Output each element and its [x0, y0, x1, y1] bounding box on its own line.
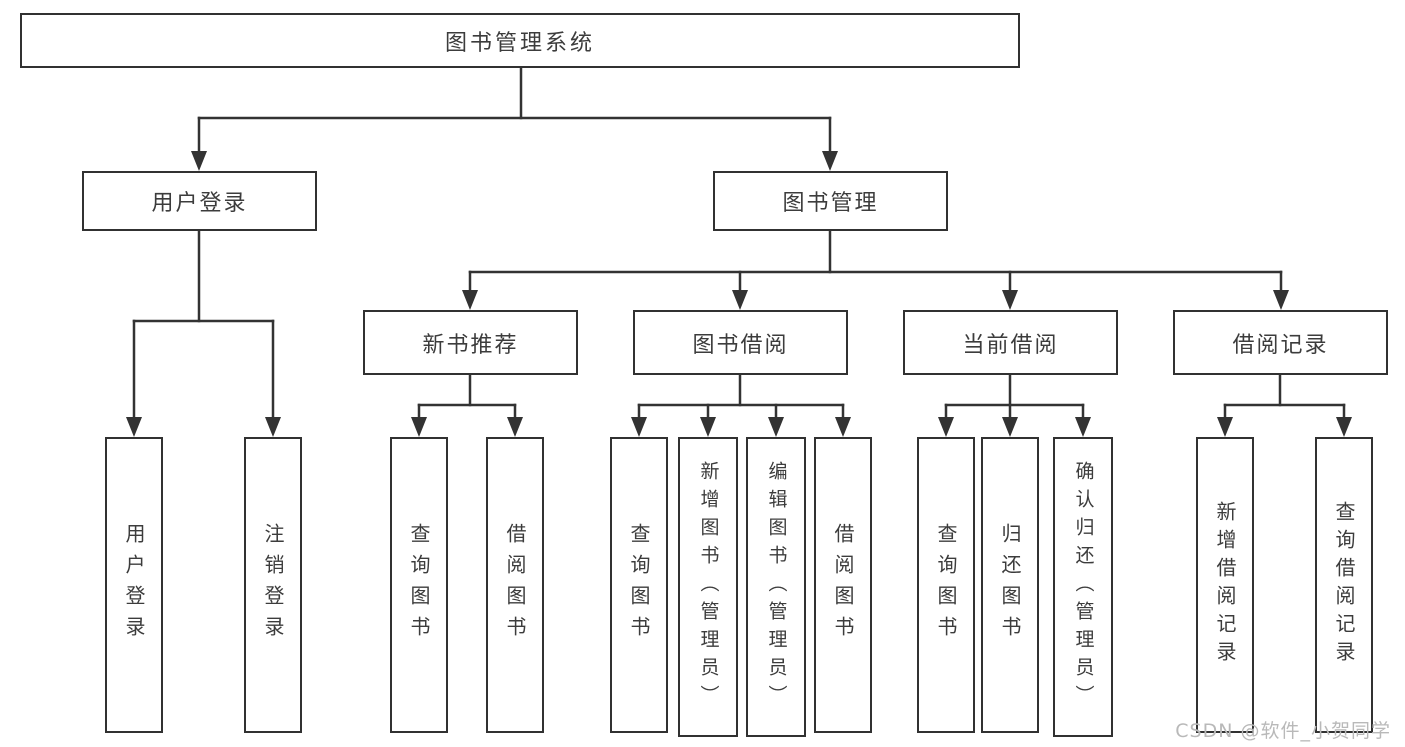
node-leaf-borrow-book-1-label: 借阅图书: [503, 523, 527, 647]
node-user-login: 用户登录: [82, 171, 317, 231]
node-leaf-query-book-1-label: 查询图书: [407, 523, 431, 647]
arrowhead-icon: [191, 151, 207, 171]
arrowhead-icon: [1336, 417, 1352, 437]
arrowhead-icon: [835, 417, 851, 437]
node-new-book-recommend-label: 新书推荐: [422, 332, 519, 358]
node-leaf-query-book-1: 查询图书: [390, 437, 448, 733]
node-leaf-return-book-label: 归还图书: [998, 523, 1022, 647]
node-leaf-query-borrow-record-label: 查询借阅记录: [1332, 501, 1356, 669]
node-leaf-borrow-book-2-label: 借阅图书: [831, 523, 855, 647]
node-book-management: 图书管理: [713, 171, 948, 231]
arrowhead-icon: [1002, 290, 1018, 310]
arrowhead-icon: [938, 417, 954, 437]
arrowhead-icon: [700, 417, 716, 437]
node-leaf-confirm-return-admin: 确认归还（管理员）: [1053, 437, 1113, 737]
arrowhead-icon: [462, 290, 478, 310]
arrowhead-icon: [768, 417, 784, 437]
node-user-login-label: 用户登录: [151, 191, 248, 216]
arrowhead-icon: [822, 151, 838, 171]
arrowhead-icon: [1217, 417, 1233, 437]
arrowhead-icon: [507, 417, 523, 437]
node-current-borrow: 当前借阅: [903, 310, 1118, 375]
arrowhead-icon: [732, 290, 748, 310]
node-leaf-confirm-return-admin-label: 确认归还（管理员）: [1072, 461, 1095, 713]
node-leaf-user-login-label: 用户登录: [122, 523, 146, 647]
node-book-borrow-label: 图书借阅: [692, 332, 789, 358]
node-leaf-return-book: 归还图书: [981, 437, 1039, 733]
node-leaf-add-borrow-record: 新增借阅记录: [1196, 437, 1254, 733]
node-leaf-borrow-book-1: 借阅图书: [486, 437, 544, 733]
arrowhead-icon: [631, 417, 647, 437]
arrowhead-icon: [1273, 290, 1289, 310]
node-leaf-logout-label: 注销登录: [261, 523, 285, 647]
node-leaf-query-book-2-label: 查询图书: [627, 523, 651, 647]
node-leaf-logout: 注销登录: [244, 437, 302, 733]
node-current-borrow-label: 当前借阅: [962, 332, 1059, 358]
arrowhead-icon: [1075, 417, 1091, 437]
node-leaf-query-book-3-label: 查询图书: [934, 523, 958, 647]
node-system-root: 图书管理系统: [20, 13, 1020, 68]
node-leaf-edit-book-admin: 编辑图书（管理员）: [746, 437, 806, 737]
node-leaf-edit-book-admin-label: 编辑图书（管理员）: [765, 461, 788, 713]
node-book-management-label: 图书管理: [782, 191, 879, 216]
node-borrow-record-label: 借阅记录: [1232, 332, 1329, 358]
node-leaf-query-book-3: 查询图书: [917, 437, 975, 733]
node-leaf-borrow-book-2: 借阅图书: [814, 437, 872, 733]
node-system-root-label: 图书管理系统: [444, 30, 595, 56]
arrowhead-icon: [411, 417, 427, 437]
node-leaf-query-borrow-record: 查询借阅记录: [1315, 437, 1373, 733]
node-borrow-record: 借阅记录: [1173, 310, 1388, 375]
watermark: CSDN @软件_小贺同学: [1175, 720, 1391, 742]
arrowhead-icon: [265, 417, 281, 437]
node-leaf-add-borrow-record-label: 新增借阅记录: [1213, 501, 1237, 669]
arrowhead-icon: [1002, 417, 1018, 437]
node-leaf-add-book-admin: 新增图书（管理员）: [678, 437, 738, 737]
node-new-book-recommend: 新书推荐: [363, 310, 578, 375]
node-book-borrow: 图书借阅: [633, 310, 848, 375]
arrowhead-icon: [126, 417, 142, 437]
node-leaf-user-login: 用户登录: [105, 437, 163, 733]
node-leaf-query-book-2: 查询图书: [610, 437, 668, 733]
node-leaf-add-book-admin-label: 新增图书（管理员）: [697, 461, 720, 713]
